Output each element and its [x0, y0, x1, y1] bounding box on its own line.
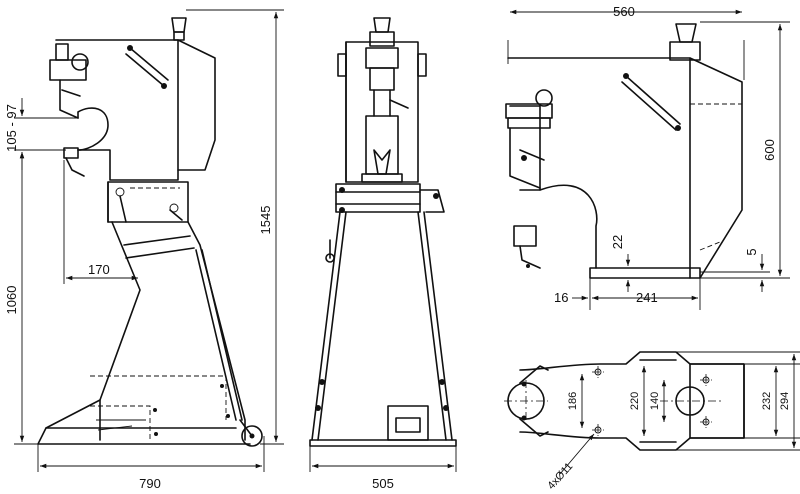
front-view: 505 — [309, 17, 457, 491]
dim-side-stroke: 105 - 97 — [4, 104, 19, 152]
dim-head-offset: 241 — [636, 290, 658, 305]
dim-base-c: 140 — [649, 392, 661, 410]
dim-head-offset-small: 16 — [554, 290, 568, 305]
dim-head-width: 560 — [613, 4, 635, 19]
dim-side-height-total: 1545 — [258, 206, 273, 235]
base-plan-view: 186 220 140 232 294 4xØ11 — [504, 351, 800, 492]
dim-front-width: 505 — [372, 476, 394, 491]
dim-base-holes: 4xØ11 — [545, 460, 575, 492]
dim-side-height-table: 1060 — [4, 286, 19, 315]
dim-side-offset: 170 — [88, 262, 110, 277]
dim-head-base: 5 — [744, 248, 759, 255]
side-view: 790 1545 1060 170 105 - 97 — [4, 9, 284, 491]
dim-base-d: 232 — [761, 392, 773, 410]
dim-head-plate: 22 — [610, 235, 625, 249]
head-detail-view: 560 600 22 5 16 241 — [505, 4, 790, 310]
dim-side-width: 790 — [139, 476, 161, 491]
dim-base-b: 220 — [629, 392, 641, 410]
dim-base-a: 186 — [567, 392, 579, 410]
dim-head-height: 600 — [762, 139, 777, 161]
dim-base-e: 294 — [779, 392, 791, 410]
